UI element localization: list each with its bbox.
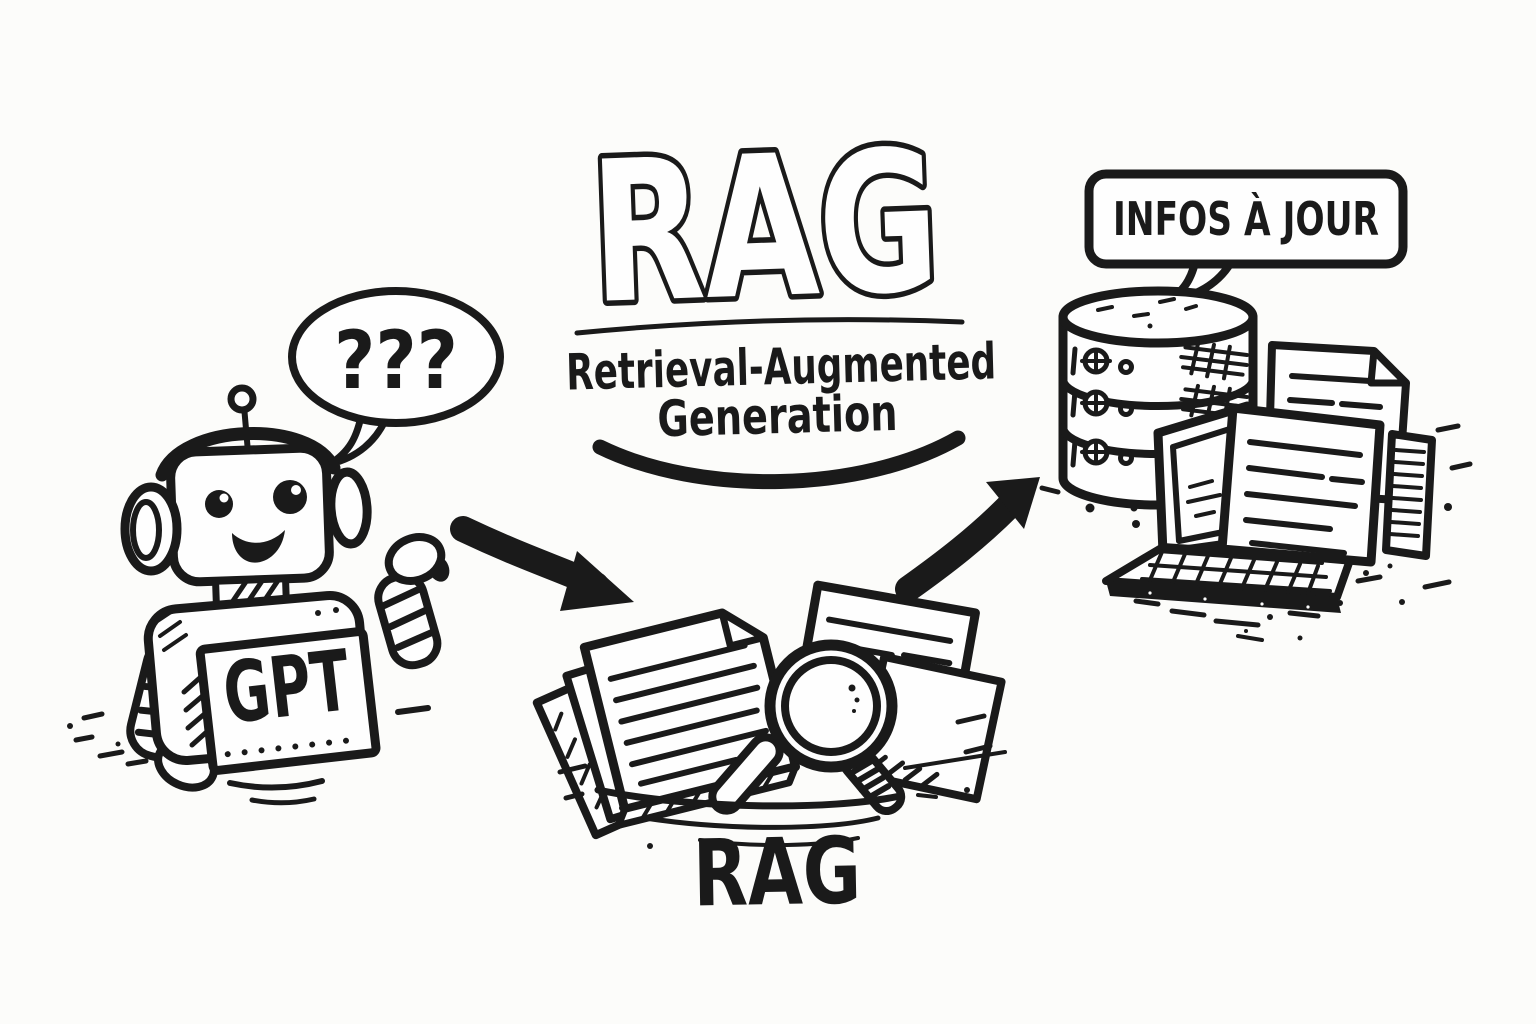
- headphone-cup-left-inner: [130, 499, 162, 561]
- subtitle-line-2: Generation: [657, 384, 898, 448]
- bubble-body: [288, 287, 504, 427]
- retrieval-step-label: RAG: [692, 818, 862, 928]
- robot-mouth: [232, 530, 285, 563]
- robot-eye-left-highlight: [219, 493, 229, 503]
- magnifier-lens-inner: [781, 656, 881, 756]
- subtitle-line-1: Retrieval-Augmented: [565, 332, 996, 401]
- arrowhead: [560, 551, 634, 611]
- lens-glint: [854, 697, 860, 703]
- ground-speckles-right: [1133, 423, 1473, 642]
- database-icon: [1039, 286, 1258, 528]
- robot-eye-right-highlight: [291, 485, 301, 495]
- shoulder-hatch: [154, 608, 188, 652]
- front-document: [1217, 403, 1385, 567]
- infos-label: INFOS À JOUR: [1113, 192, 1379, 246]
- narrow-page: [1382, 430, 1436, 560]
- header: RAG Retrieval-Augmented Generation: [565, 102, 997, 490]
- robot-eye-right: [273, 480, 307, 514]
- database-speckles: [1039, 485, 1140, 528]
- gpt-sign-dots: [224, 737, 349, 758]
- arrow-retrieval-to-answer-icon: [895, 477, 1040, 602]
- text-lines: [1243, 439, 1365, 556]
- body-side-hatch: [181, 673, 213, 748]
- headphone-cup-right: [326, 467, 372, 549]
- ground-speckles-left: [67, 705, 431, 806]
- laptop-front-edge: [1106, 581, 1341, 613]
- question-marks: ???: [334, 314, 458, 407]
- database-top: [1058, 286, 1258, 348]
- gpt-sign: GPT: [195, 627, 381, 775]
- laptop-keyboard: [1140, 549, 1332, 595]
- retrieval-documents-icon: RAG: [532, 580, 1248, 928]
- arrowhead: [986, 477, 1040, 529]
- folded-corner: [1367, 347, 1410, 387]
- infos-speech-bubble: INFOS À JOUR: [1084, 169, 1408, 305]
- robot-fist: [384, 533, 446, 585]
- lens-glint: [852, 709, 856, 713]
- knowledge-cluster: INFOS À JOUR: [1039, 169, 1473, 642]
- text-lines: [607, 642, 769, 787]
- question-speech-bubble: ???: [288, 287, 504, 468]
- arrow-query-to-retrieval-icon: [450, 516, 634, 611]
- lens-glint: [848, 684, 856, 692]
- ground-speckles-center: [557, 629, 1248, 849]
- robot-arm-right: [374, 571, 442, 670]
- page-title: RAG: [587, 108, 943, 347]
- robot-icon: GPT: [67, 384, 450, 806]
- body-rivet: [315, 610, 321, 616]
- title-underline: [574, 317, 965, 336]
- subtitle-swoosh: [592, 430, 966, 490]
- gpt-sign-label: GPT: [218, 631, 354, 743]
- bubble-body: [1084, 169, 1408, 269]
- robot-eye-left: [205, 490, 233, 518]
- robot-antenna-ball: [227, 384, 257, 414]
- body-rivet: [333, 607, 339, 613]
- robot-head: [166, 443, 334, 587]
- folded-corner: [718, 609, 767, 650]
